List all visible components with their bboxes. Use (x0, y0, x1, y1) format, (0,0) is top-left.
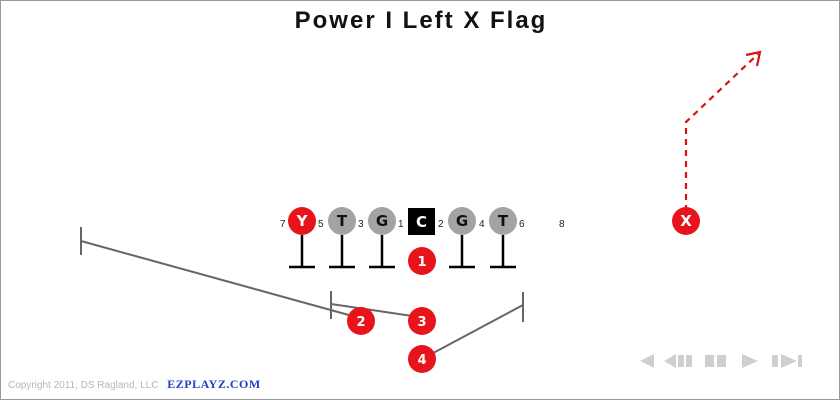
player-left-tackle: T (328, 207, 356, 235)
back-3: 3 (408, 307, 436, 335)
gap-number-3: 3 (358, 219, 364, 230)
player-right-guard-label: G (456, 212, 468, 230)
gap-number-2: 2 (438, 219, 444, 230)
block-mark-y (289, 235, 315, 269)
back-4: 4 (408, 345, 436, 373)
player-right-guard: G (448, 207, 476, 235)
player-center-label: C (416, 213, 427, 231)
player-center: C (408, 208, 435, 235)
player-y: Y (288, 207, 316, 235)
step-back-icon[interactable] (661, 351, 693, 371)
back-1-label: 1 (417, 255, 426, 270)
x-flag-route (684, 50, 762, 211)
back-routes (80, 227, 524, 360)
gap-number-6: 6 (519, 219, 525, 230)
gap-number-8: 8 (559, 219, 565, 230)
player-right-tackle: T (489, 207, 517, 235)
player-x-label: X (680, 212, 692, 230)
step-forward-icon[interactable] (771, 351, 803, 371)
playback-controls (637, 351, 803, 371)
pause-icon[interactable] (703, 351, 729, 371)
block-mark-lt (329, 235, 355, 269)
player-left-tackle-label: T (337, 212, 348, 230)
gap-number-7: 7 (280, 219, 286, 230)
back-3-label: 3 (417, 315, 426, 330)
play-title: Power I Left X Flag (294, 7, 548, 34)
route-back-2 (80, 227, 357, 318)
gap-number-5: 5 (318, 219, 324, 230)
gap-number-4: 4 (479, 219, 485, 230)
blocking-assignments (289, 235, 516, 269)
gap-number-1: 1 (398, 219, 404, 230)
route-back-4 (421, 292, 524, 360)
play-icon[interactable] (739, 351, 761, 371)
back-2: 2 (347, 307, 375, 335)
player-x: X (672, 207, 700, 235)
player-left-guard-label: G (376, 212, 388, 230)
player-right-tackle-label: T (498, 212, 509, 230)
gap-numbers: 7 5 3 1 2 4 6 8 (280, 219, 565, 230)
player-left-guard: G (368, 207, 396, 235)
player-y-label: Y (296, 212, 309, 230)
block-mark-rt (490, 235, 516, 269)
footer: Copyright 2011, DS Ragland, LLC EZPLAYZ.… (8, 377, 261, 392)
back-4-label: 4 (417, 353, 426, 368)
brand-link[interactable]: EZPLAYZ.COM (167, 377, 261, 391)
block-mark-rg (449, 235, 475, 269)
back-1: 1 (408, 247, 436, 275)
copyright-text: Copyright 2011, DS Ragland, LLC (8, 380, 159, 391)
block-mark-lg (369, 235, 395, 269)
route-back-3 (330, 291, 420, 319)
back-2-label: 2 (356, 315, 365, 330)
rewind-icon[interactable] (637, 351, 657, 371)
